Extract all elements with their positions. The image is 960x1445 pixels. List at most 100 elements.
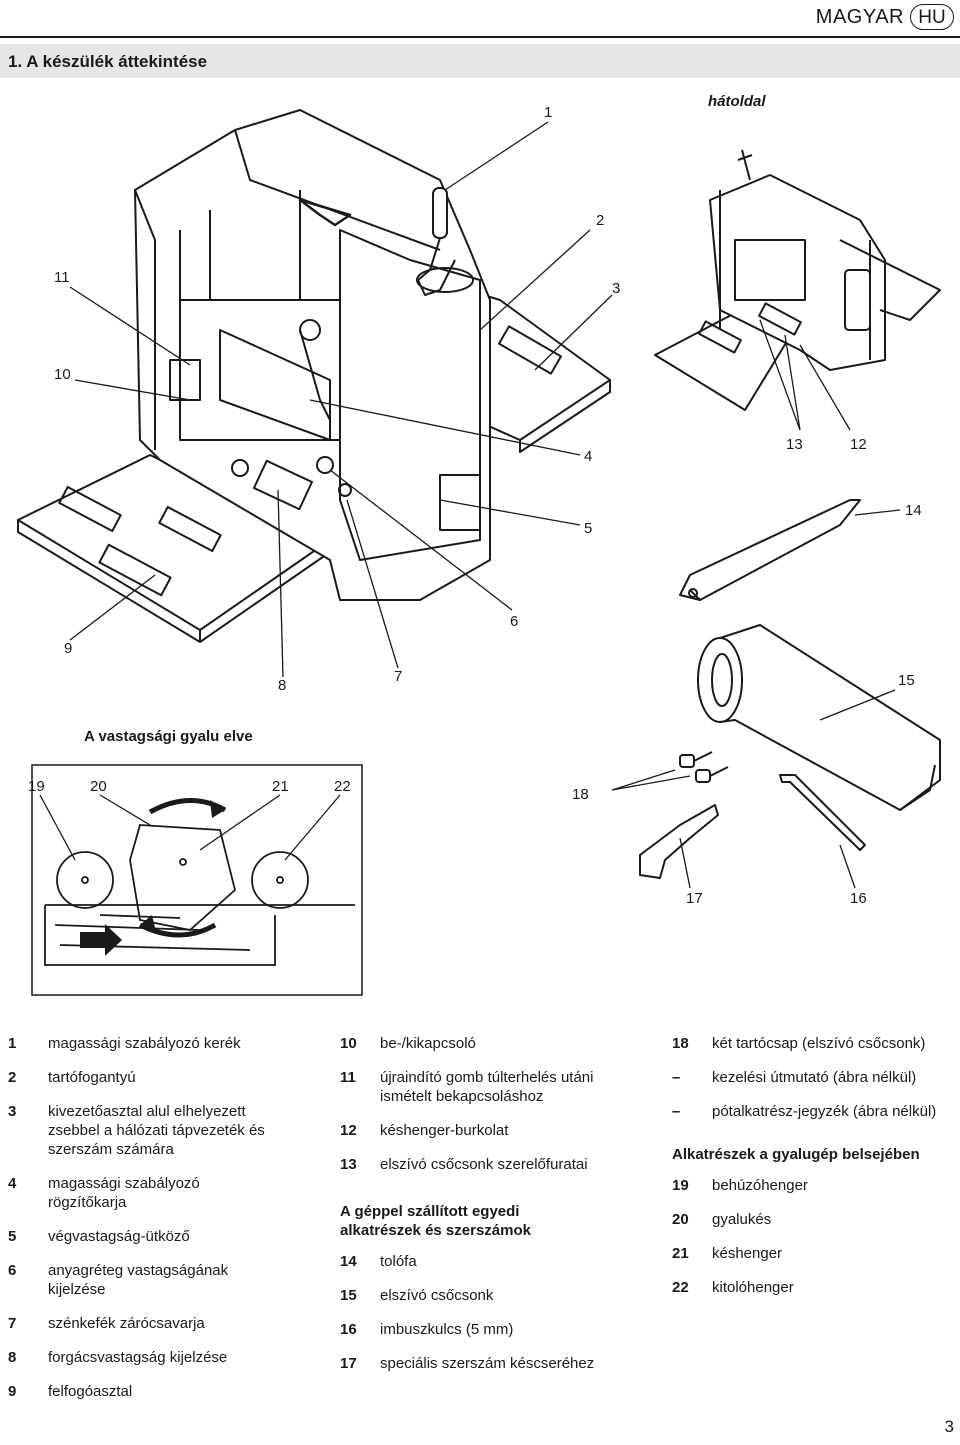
- callout-11: 11: [54, 269, 70, 286]
- legend-item: 4 magassági szabályozó rögzítőkarja: [8, 1174, 308, 1212]
- legend-text: forgácsvastagság kijelzése: [48, 1349, 228, 1366]
- legend-number: 14: [340, 1253, 357, 1270]
- callout-17: 17: [686, 890, 703, 907]
- dust-spout-drawing: [697, 624, 941, 811]
- language-badge: HU: [910, 4, 954, 30]
- legend-number: 2: [8, 1069, 17, 1086]
- legend-number: 19: [672, 1177, 689, 1194]
- height-crank-drawing: [416, 187, 474, 296]
- legend-item: 2 tartófogantyú: [8, 1068, 308, 1087]
- legend-heading-supplied-parts: A géppel szállított egyedi alkatrészek é…: [340, 1203, 531, 1239]
- legend-number: –: [672, 1103, 681, 1120]
- callout-12: 12: [850, 436, 867, 453]
- legend-text: kezelési útmutató (ábra nélkül): [712, 1069, 917, 1086]
- legend-number: 21: [672, 1245, 689, 1262]
- legend-text: újraindító gomb túlterhelés utáni isméte…: [380, 1069, 594, 1105]
- legend-number: –: [672, 1069, 681, 1086]
- legend-text: anyagréteg vastagságának kijelzése: [48, 1262, 229, 1298]
- legend-item: 5 végvastagság-ütköző: [8, 1227, 308, 1246]
- legend-text: magassági szabályozó kerék: [48, 1035, 241, 1052]
- push-stick-drawing: [679, 499, 861, 601]
- legend-number: 10: [340, 1035, 357, 1052]
- callout-3: 3: [612, 280, 621, 297]
- callout-7: 7: [394, 668, 403, 685]
- legend-number: 8: [8, 1349, 17, 1366]
- legend-number: 15: [340, 1287, 357, 1304]
- legend-item: 8 forgácsvastagság kijelzése: [8, 1348, 308, 1367]
- back-view-drawing: [654, 149, 941, 411]
- legend-item: – pótalkatrész-jegyzék (ábra nélkül): [672, 1102, 957, 1121]
- legend-number: 20: [672, 1211, 689, 1228]
- legend-item: 15 elszívó csőcsonk: [340, 1286, 640, 1305]
- callout-21: 21: [272, 778, 289, 795]
- device-overview-figure: [17, 109, 941, 996]
- legend-text: késhenger: [712, 1245, 783, 1262]
- legend-number: 6: [8, 1262, 17, 1279]
- legend-number: 12: [340, 1122, 357, 1139]
- callout-22: 22: [334, 778, 351, 795]
- legend-number: 4: [8, 1175, 17, 1192]
- language-label: MAGYAR: [815, 6, 904, 28]
- legend-number: 9: [8, 1383, 17, 1400]
- back-view-label: hátoldal: [708, 93, 766, 110]
- legend-text: magassági szabályozó rögzítőkarja: [48, 1175, 200, 1211]
- legend-text: pótalkatrész-jegyzék (ábra nélkül): [712, 1103, 937, 1120]
- principle-title: A vastagsági gyalu elve: [84, 728, 253, 745]
- legend-text: elszívó csőcsonk: [380, 1287, 494, 1304]
- legend-item: 9 felfogóasztal: [8, 1382, 308, 1401]
- callout-2: 2: [596, 212, 605, 229]
- holding-pins-drawing: [679, 751, 729, 783]
- principle-diagram: [31, 764, 363, 996]
- hex-key-drawing: [779, 774, 866, 851]
- legend-text: késhenger-burkolat: [380, 1122, 509, 1139]
- callout-1: 1: [544, 104, 553, 121]
- callout-18: 18: [572, 786, 589, 803]
- legend-text: felfogóasztal: [48, 1383, 133, 1400]
- callout-6: 6: [510, 613, 519, 630]
- legend-number: 5: [8, 1228, 17, 1245]
- section-bar: [0, 44, 960, 78]
- header-rule: [0, 36, 960, 38]
- leader-lines: [69, 121, 901, 889]
- planer-body-drawing: [134, 109, 491, 601]
- callout-4: 4: [584, 448, 593, 465]
- legend-item: 6 anyagréteg vastagságának kijelzése: [8, 1261, 308, 1299]
- legend-text: szénkefék zárócsavarja: [48, 1315, 205, 1332]
- legend-text: két tartócsap (elszívó csőcsonk): [712, 1035, 926, 1052]
- legend-text: imbuszkulcs (5 mm): [380, 1321, 514, 1338]
- legend-item: 19 behúzóhenger: [672, 1176, 957, 1195]
- special-tool-drawing: [639, 804, 719, 879]
- legend-text: kitolóhenger: [712, 1279, 794, 1296]
- legend-text: behúzóhenger: [712, 1177, 808, 1194]
- callout-15: 15: [898, 672, 915, 689]
- page-number: 3: [944, 1417, 954, 1436]
- callout-5: 5: [584, 520, 593, 537]
- legend-text: speciális szerszám késcseréhez: [380, 1355, 595, 1372]
- callout-14: 14: [905, 502, 922, 519]
- legend-text: tolófa: [380, 1253, 417, 1270]
- legend-item: 14 tolófa: [340, 1252, 640, 1271]
- legend-number: 17: [340, 1355, 357, 1372]
- legend-number: 13: [340, 1156, 357, 1173]
- legend-item: 17 speciális szerszám késcseréhez: [340, 1354, 640, 1373]
- legend-heading-internal-parts: Alkatrészek a gyalugép belsejében: [672, 1146, 920, 1163]
- callout-20: 20: [90, 778, 107, 795]
- legend-item: 21 késhenger: [672, 1244, 957, 1263]
- legend-number: 7: [8, 1315, 17, 1332]
- callout-9: 9: [64, 640, 73, 657]
- callout-13: 13: [786, 436, 803, 453]
- legend-item: 7 szénkefék zárócsavarja: [8, 1314, 308, 1333]
- legend-text: végvastagság-ütköző: [48, 1228, 190, 1245]
- section-title: 1. A készülék áttekintése: [8, 52, 208, 71]
- legend-text: tartófogantyú: [48, 1069, 136, 1086]
